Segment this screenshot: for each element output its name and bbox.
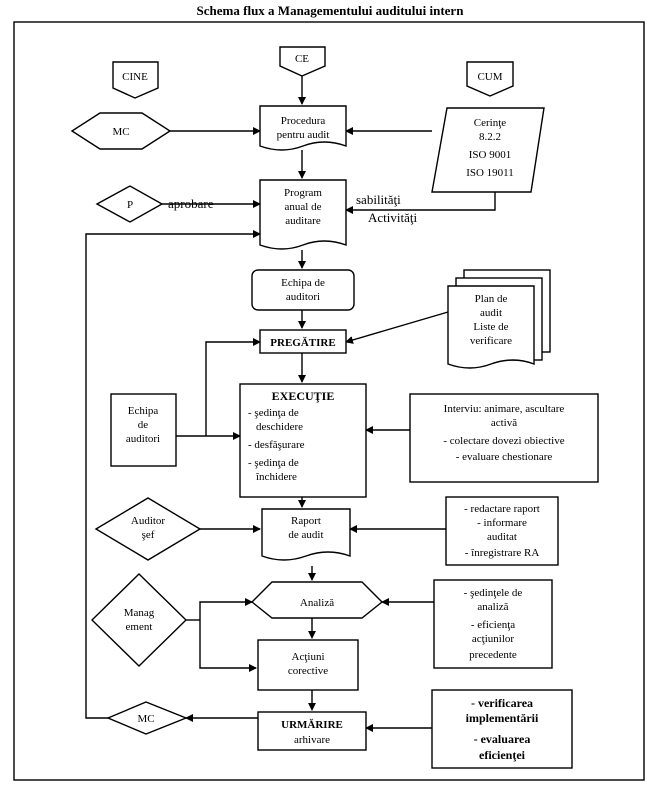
mc-bottom-diamond: MC: [106, 701, 188, 735]
svg-text:- redactare raport: - redactare raport: [464, 503, 540, 515]
program-document: Program anual de auditare: [259, 179, 347, 250]
svg-text:arhivare: arhivare: [294, 734, 330, 746]
header-label: CE: [295, 53, 309, 65]
urmarire-box: URMĂRIRE arhivare: [257, 711, 367, 751]
column-header-cine: CINE: [112, 61, 159, 99]
echipa-box: Echipa de auditori: [251, 269, 355, 311]
svg-text:anual de: anual de: [285, 201, 322, 213]
svg-text:- şedinţa de: - şedinţa de: [248, 457, 299, 469]
activitati-label: Activităţi: [368, 210, 417, 225]
cerinte-parallelogram: Cerinţe 8.2.2 ISO 9001 ISO 19011: [431, 107, 545, 193]
svg-text:precedente: precedente: [469, 649, 517, 661]
svg-text:eficienţei: eficienţei: [479, 748, 526, 762]
svg-text:- evaluare chestionare: - evaluare chestionare: [456, 451, 553, 463]
svg-text:corective: corective: [288, 665, 328, 677]
svg-text:ISO 19011: ISO 19011: [466, 167, 514, 179]
svg-text:auditori: auditori: [286, 291, 320, 303]
svg-text:ement: ement: [126, 621, 153, 633]
svg-text:Procedura: Procedura: [281, 115, 326, 127]
svg-text:ISO 9001: ISO 9001: [469, 149, 511, 161]
svg-text:Echipa: Echipa: [128, 405, 159, 417]
svg-text:MC: MC: [112, 126, 129, 138]
auditor-sef-diamond: Auditor şef: [94, 497, 202, 561]
svg-text:auditat: auditat: [487, 531, 517, 543]
svg-text:de audit: de audit: [288, 529, 323, 541]
svg-text:auditare: auditare: [285, 215, 321, 227]
svg-text:Interviu: animare, ascultare: Interviu: animare, ascultare: [444, 403, 565, 415]
svg-text:şef: şef: [142, 529, 155, 541]
svg-text:8.2.2: 8.2.2: [479, 131, 501, 143]
sedinte-box: - şedinţele de analiză - eficienţa acţiu…: [433, 579, 553, 669]
mc-top-diamond: MC: [70, 112, 172, 150]
procedura-document: Procedura pentru audit: [259, 105, 347, 151]
svg-text:- înregistrare RA: - înregistrare RA: [465, 547, 540, 559]
svg-text:închidere: închidere: [255, 471, 297, 483]
pregatire-box: PREGĂTIRE: [259, 329, 347, 354]
svg-text:- informare: - informare: [477, 517, 527, 529]
analiza-diamond: Analiză: [250, 581, 384, 619]
svg-text:de: de: [138, 419, 149, 431]
svg-text:PREGĂTIRE: PREGĂTIRE: [270, 337, 335, 349]
svg-text:Acţiuni: Acţiuni: [292, 651, 325, 663]
actiuni-box: Acţiuni corective: [257, 639, 359, 691]
plan-multidocument: Plan de audit Liste de verificare: [447, 269, 551, 369]
echipa-left-box: Echipa de auditori: [110, 393, 177, 467]
svg-text:activă: activă: [491, 417, 517, 429]
svg-text:audit: audit: [480, 307, 502, 319]
svg-text:- evaluarea: - evaluarea: [474, 732, 531, 746]
svg-text:verificare: verificare: [470, 335, 512, 347]
svg-text:- şedinţa de: - şedinţa de: [248, 407, 299, 419]
svg-text:Raport: Raport: [291, 515, 321, 527]
svg-text:- şedinţele de: - şedinţele de: [464, 587, 523, 599]
management-diamond: Manag ement: [90, 573, 188, 667]
svg-text:auditori: auditori: [126, 433, 160, 445]
header-label: CUM: [477, 71, 502, 83]
svg-text:analiză: analiză: [477, 601, 508, 613]
verificare-box: - verificarea implementării - evaluarea …: [431, 689, 573, 769]
column-header-ce: CE: [279, 46, 326, 77]
svg-text:pentru audit: pentru audit: [277, 129, 330, 141]
svg-text:acţiunilor: acţiunilor: [472, 633, 514, 645]
svg-text:Analiză: Analiză: [300, 597, 334, 609]
responsabilitati-label: sabilităţi: [356, 192, 401, 207]
svg-text:Program: Program: [284, 187, 322, 199]
svg-text:- verificarea: - verificarea: [471, 696, 533, 710]
svg-text:- eficienţa: - eficienţa: [471, 619, 515, 631]
p-diamond: P: [95, 185, 164, 223]
executie-box: EXECUŢIE - şedinţa de deschidere - desfă…: [239, 383, 367, 498]
outer-frame: [13, 21, 645, 781]
svg-text:Plan de: Plan de: [475, 293, 508, 305]
redactare-box: - redactare raport - informare auditat -…: [445, 496, 559, 566]
svg-text:P: P: [127, 199, 133, 211]
header-label: CINE: [122, 71, 148, 83]
svg-text:MC: MC: [137, 713, 154, 725]
svg-text:Cerinţe: Cerinţe: [474, 117, 506, 129]
svg-text:Manag: Manag: [124, 607, 155, 619]
svg-text:Echipa de: Echipa de: [281, 277, 325, 289]
svg-text:Liste de: Liste de: [473, 321, 508, 333]
svg-text:- desfăşurare: - desfăşurare: [248, 439, 305, 451]
diagram-title: Schema flux a Managementului auditului i…: [196, 3, 464, 18]
svg-text:- colectare dovezi obiective: - colectare dovezi obiective: [443, 435, 564, 447]
svg-text:EXECUŢIE: EXECUŢIE: [272, 389, 335, 403]
svg-text:Auditor: Auditor: [131, 515, 166, 527]
aprobare-label: aprobare: [168, 196, 214, 211]
raport-document: Raport de audit: [261, 508, 351, 561]
interviu-box: Interviu: animare, ascultare activă - co…: [409, 393, 599, 483]
svg-text:implementării: implementării: [466, 711, 539, 725]
svg-text:URMĂRIRE: URMĂRIRE: [281, 719, 343, 731]
connectors: [85, 76, 496, 732]
column-header-cum: CUM: [466, 61, 514, 97]
svg-text:deschidere: deschidere: [256, 421, 303, 433]
